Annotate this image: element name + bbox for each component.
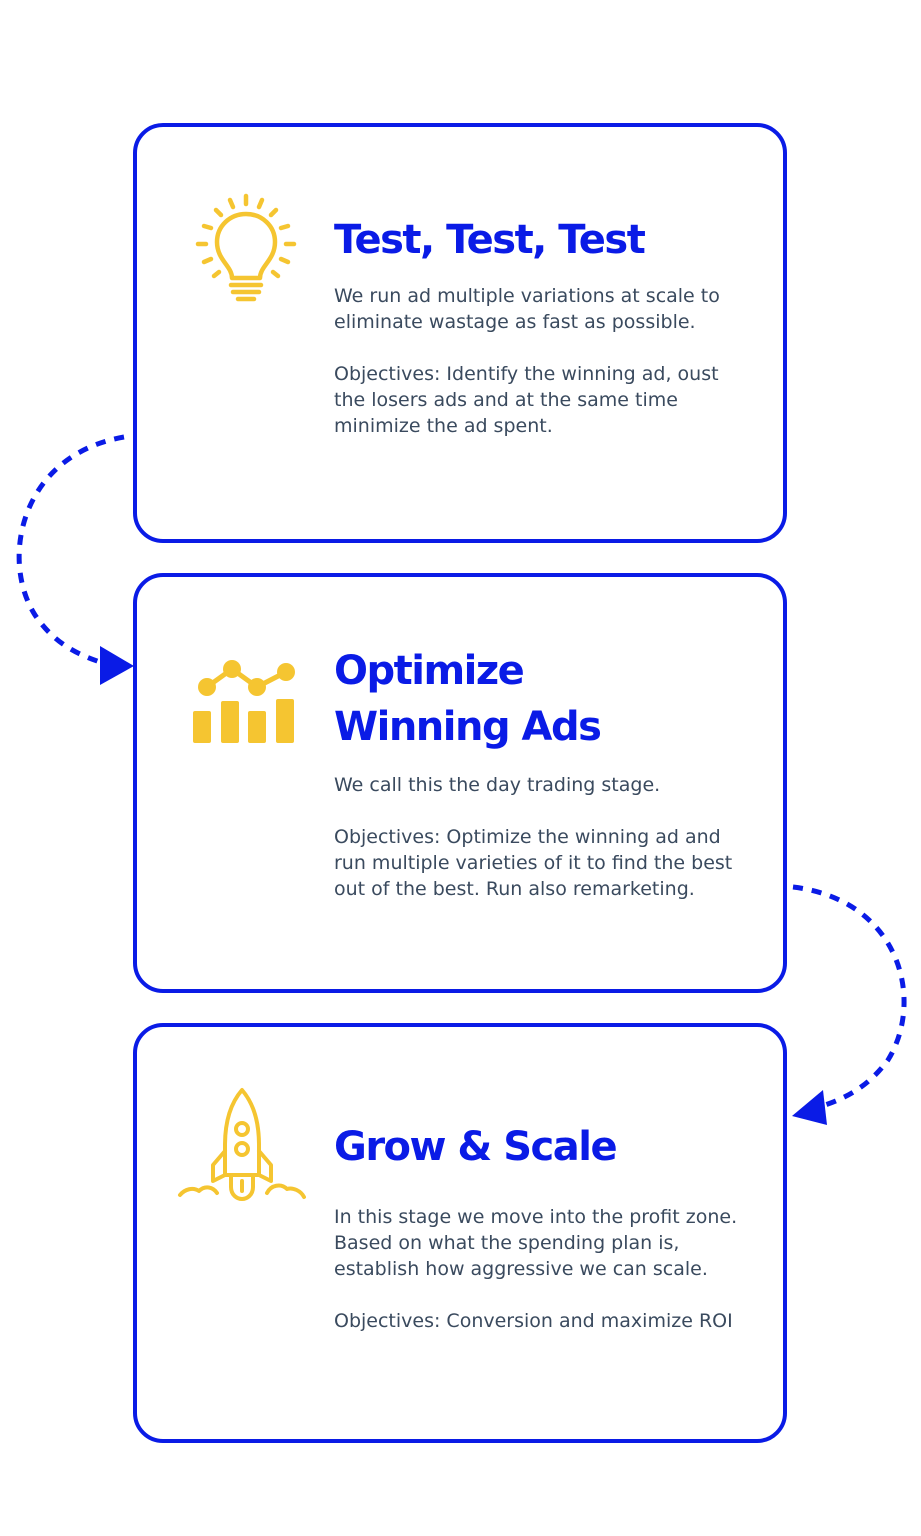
card-body: We run ad multiple variations at scale t…: [334, 283, 754, 465]
card-title: Optimize Winning Ads: [334, 643, 602, 755]
card-title-line: Grow & Scale: [334, 1124, 618, 1170]
stage-card-grow: Grow & Scale In this stage we move into …: [133, 1023, 787, 1443]
card-title-line: Winning Ads: [334, 704, 602, 750]
card-description: We run ad multiple variations at scale t…: [334, 285, 720, 333]
card-objectives: Objectives: Optimize the winning ad and …: [334, 826, 733, 900]
rocket-icon: [178, 1088, 306, 1201]
arrowhead-right-icon: [792, 1090, 827, 1125]
card-title: Grow & Scale: [334, 1119, 618, 1175]
arrowhead-left-icon: [100, 646, 134, 685]
card-description: We call this the day trading stage.: [334, 774, 661, 796]
card-description: In this stage we move into the profit zo…: [334, 1206, 738, 1280]
connector-arrow-1-to-2: [16, 434, 125, 665]
stage-card-optimize: Optimize Winning Ads We call this the da…: [133, 573, 787, 993]
card-title-line: Optimize: [334, 648, 525, 694]
chart-icon: [193, 660, 295, 743]
card-objectives: Objectives: Conversion and maximize ROI: [334, 1310, 733, 1332]
stage-card-test: Test, Test, Test We run ad multiple vari…: [133, 123, 787, 543]
lightbulb-icon: [195, 193, 297, 302]
card-objectives: Objectives: Identify the winning ad, ous…: [334, 363, 719, 437]
card-title: Test, Test, Test: [334, 212, 646, 268]
connector-arrow-2-to-3: [792, 884, 907, 1109]
card-title-line: Test, Test, Test: [334, 217, 646, 263]
card-body: We call this the day trading stage. Obje…: [334, 772, 754, 928]
card-body: In this stage we move into the profit zo…: [334, 1204, 754, 1360]
